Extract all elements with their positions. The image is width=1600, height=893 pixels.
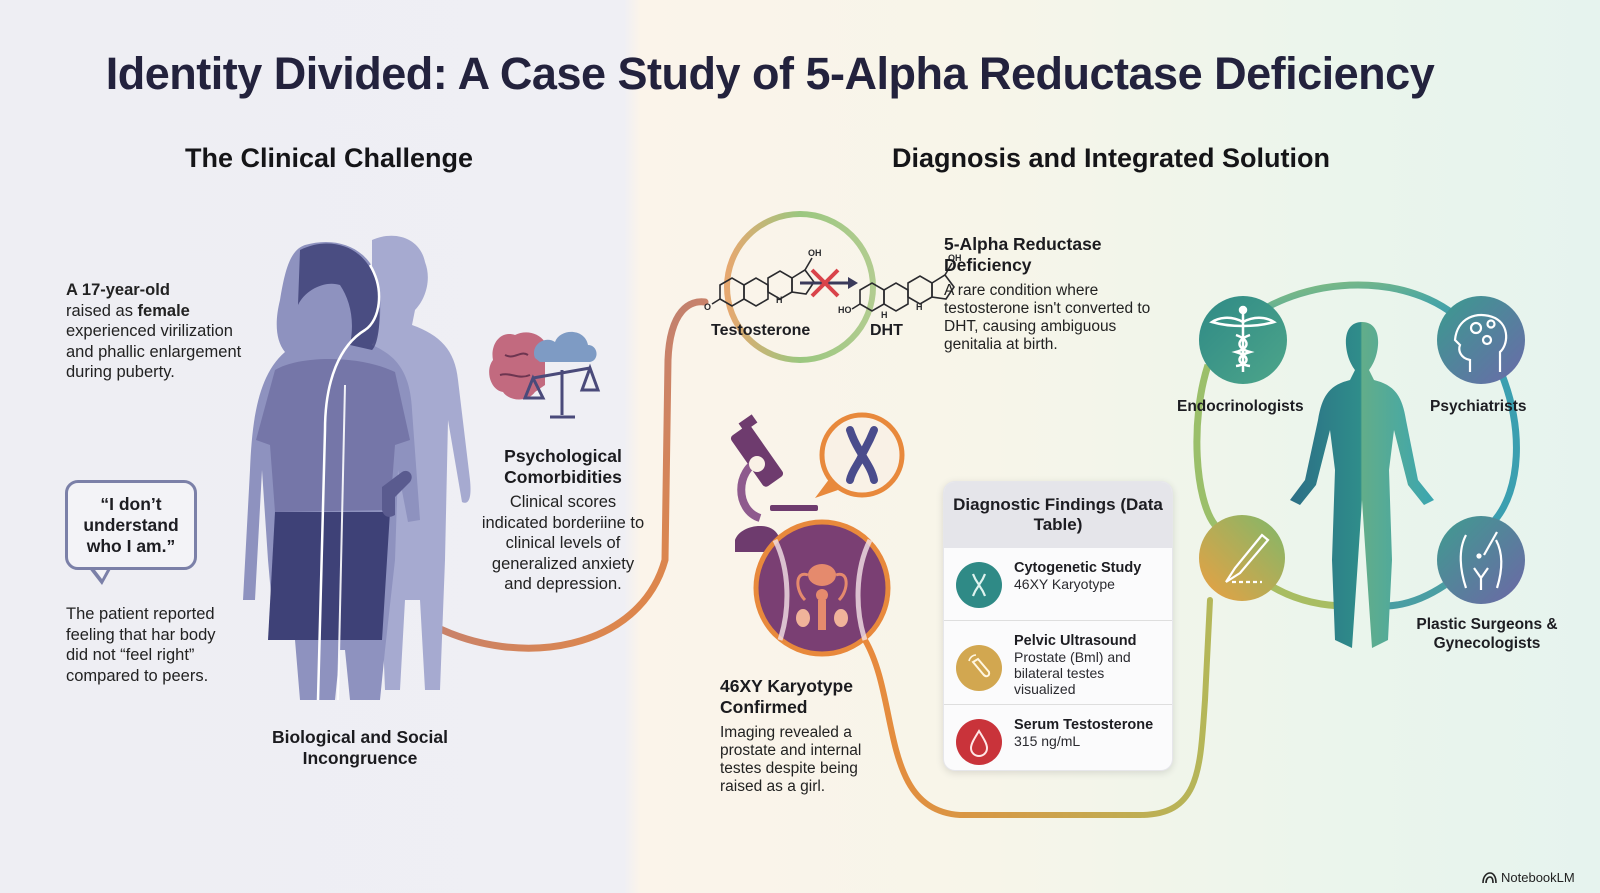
skirt bbox=[268, 512, 390, 640]
psych-icon-group bbox=[489, 331, 601, 419]
specialist-psychiatrists: Psychiatrists bbox=[1430, 398, 1527, 415]
shirt bbox=[256, 358, 410, 512]
ultrasound-probe-icon bbox=[956, 645, 1002, 691]
karyotype-title: 46XY Karyotype Confirmed bbox=[720, 676, 853, 717]
section-heading-diagnosis: Diagnosis and Integrated Solution bbox=[892, 143, 1331, 173]
flow-path bbox=[428, 298, 709, 652]
karyotype-result: 46XY Karyotype Confirmed Imaging reveale… bbox=[720, 676, 890, 796]
endocrinologist-badge bbox=[1199, 296, 1287, 384]
patient-quote: “I don’t understand who I am.” bbox=[83, 493, 179, 556]
finding-row: Serum Testosterone 315 ng/mL bbox=[944, 704, 1172, 770]
findings-header: Diagnostic Findings (Data Table) bbox=[944, 482, 1172, 548]
head-gears-icon bbox=[1453, 313, 1508, 372]
deficiency-title: 5-Alpha Reductase Deficiency bbox=[944, 234, 1102, 275]
male-silhouette bbox=[372, 235, 471, 691]
case-intro: A 17-year-old raised as female experienc… bbox=[66, 280, 251, 383]
finding-title: Pelvic Ultrasound bbox=[1014, 633, 1137, 649]
finding-value: 315 ng/mL bbox=[1014, 733, 1081, 749]
figure-caption: Biological and Social Incongruence bbox=[271, 727, 448, 768]
ho-label: HO bbox=[838, 305, 852, 315]
notebooklm-logo-icon bbox=[1482, 872, 1497, 884]
hair bbox=[298, 243, 380, 350]
diagnostic-findings-card: Diagnostic Findings (Data Table) Cytogen… bbox=[943, 481, 1173, 771]
psych-comorbidities: Psychological Comorbidities Clinical sco… bbox=[478, 446, 648, 595]
blocked-arrow-icon bbox=[800, 268, 858, 298]
h-label: H bbox=[916, 302, 923, 312]
oh-label: OH bbox=[948, 253, 962, 263]
intro-lead: A 17-year-old bbox=[66, 281, 170, 299]
finding-value: Prostate (Bml) and bilateral testes visu… bbox=[1014, 649, 1131, 697]
intro-raised-gender: female bbox=[137, 301, 190, 320]
pelvis-anatomy-icon bbox=[753, 519, 891, 657]
section-heading-clinical-challenge: The Clinical Challenge bbox=[185, 143, 474, 173]
chromosome-magnifier bbox=[815, 412, 905, 498]
conversion-ring bbox=[724, 211, 876, 363]
h-label: H bbox=[881, 310, 888, 320]
finding-title: Cytogenetic Study bbox=[1014, 560, 1142, 576]
finding-row: Pelvic Ultrasound Prostate (Bml) and bil… bbox=[944, 620, 1172, 704]
scalpel-icon bbox=[1225, 533, 1270, 584]
specialist-endocrinologists: Endocrinologists bbox=[1177, 398, 1304, 415]
intro-rest: experienced virilization and phallic enl… bbox=[66, 322, 242, 381]
testosterone-structure bbox=[711, 257, 815, 307]
intro-raised-prefix: raised as bbox=[66, 301, 138, 320]
chromosome-icon bbox=[956, 562, 1002, 608]
figure-illustration bbox=[243, 235, 471, 701]
brand-watermark: NotebookLM bbox=[1481, 870, 1575, 885]
finding-row: Cytogenetic Study 46XY Karyotype bbox=[944, 548, 1172, 620]
caduceus-icon bbox=[1209, 305, 1277, 372]
scales-icon bbox=[522, 363, 601, 419]
deficiency-text: A rare condition where testosterone isn'… bbox=[944, 282, 1151, 353]
chromosome-icon bbox=[846, 426, 878, 484]
testosterone-label: Testosterone bbox=[711, 322, 811, 339]
page-title: Identity Divided: A Case Study of 5-Alph… bbox=[105, 48, 1435, 99]
karyotype-text: Imaging revealed a prostate and internal… bbox=[720, 724, 862, 795]
dht-label: DHT bbox=[870, 322, 903, 339]
cloud-icon bbox=[534, 331, 597, 362]
pelvis-scalpel-icon bbox=[1459, 531, 1503, 590]
oh-label: OH bbox=[808, 248, 822, 258]
finding-value: 46XY Karyotype bbox=[1014, 576, 1115, 592]
brain-icon bbox=[489, 332, 545, 400]
finding-title: Serum Testosterone bbox=[1014, 717, 1154, 733]
psych-text: Clinical scores indicated borderiine to … bbox=[481, 493, 645, 593]
surgeon-badge bbox=[1199, 515, 1285, 601]
patient-quote-bubble: “I don’t understand who I am.” bbox=[65, 480, 197, 570]
brand-name: NotebookLM bbox=[1501, 870, 1575, 885]
psych-title: Psychological Comorbidities bbox=[504, 446, 622, 487]
dht-structure bbox=[851, 262, 955, 312]
specialist-plastic-surgeons-gynecologists: Plastic Surgeons & Gynecologists bbox=[1416, 616, 1558, 652]
deficiency-description: 5-Alpha Reductase Deficiency A rare cond… bbox=[944, 234, 1164, 354]
o-label: O bbox=[704, 302, 711, 312]
lower-path bbox=[862, 597, 1213, 818]
psychiatrist-badge bbox=[1437, 296, 1525, 384]
body-silhouette bbox=[1290, 322, 1434, 648]
patient-report: The patient reported feeling that har bo… bbox=[66, 605, 216, 685]
blood-drop-icon bbox=[956, 719, 1002, 765]
h-label: H bbox=[776, 295, 783, 305]
gynecologist-badge bbox=[1437, 516, 1525, 604]
